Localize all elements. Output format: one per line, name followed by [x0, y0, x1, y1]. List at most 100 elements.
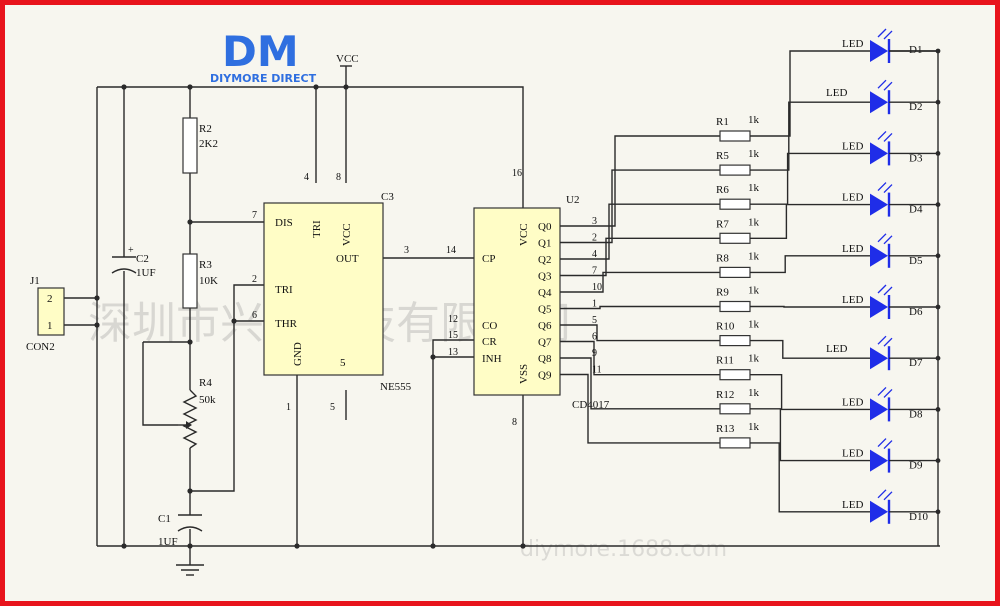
potentiometer-r4: R4 50k [178, 377, 216, 449]
cd4017-pin-vcc: VCC [518, 223, 530, 246]
led-diode [870, 347, 888, 370]
c2-value: 1UF [136, 267, 156, 279]
led-wire [750, 442, 870, 513]
r3-value: 10K [199, 275, 218, 287]
ne555-num-1: 1 [286, 402, 291, 413]
led-wire [750, 305, 870, 308]
output-wire [560, 203, 720, 260]
cd4017-num-16: 16 [512, 168, 522, 179]
ne555-pin-out: OUT [336, 253, 359, 265]
ne555-num-2: 2 [252, 274, 257, 285]
output-wire [560, 340, 720, 376]
led-emission-arrow [883, 388, 893, 398]
led-emission-arrow [883, 235, 893, 245]
c1-ref: C1 [158, 513, 171, 525]
ne555-name: NE555 [380, 381, 412, 393]
cd4017-num-8: 8 [512, 417, 517, 428]
led-emission-arrow [877, 284, 887, 294]
cd4017-pin-cp: CP [482, 253, 495, 265]
cd4017-num-15: 15 [448, 330, 458, 341]
c1-value: 1UF [158, 536, 178, 548]
led-resistor [719, 198, 751, 210]
junction [935, 304, 941, 310]
led-resistor-value: 1k [748, 319, 760, 331]
r2-value: 2K2 [199, 138, 218, 150]
wires [64, 51, 940, 576]
led-wire [750, 374, 870, 411]
ne555-pin-thr: THR [275, 318, 298, 330]
ne555-pin-tri: TRI [275, 284, 293, 296]
cd4017-q-label: Q3 [538, 271, 552, 283]
resistor-r3: R3 10K [182, 253, 218, 309]
led-diode [870, 142, 888, 165]
led-resistor-ref: R12 [716, 389, 734, 401]
led-emission-arrow [877, 233, 887, 243]
led-wire [750, 101, 870, 171]
led-emission-arrow [877, 28, 887, 38]
led-wire [750, 255, 870, 274]
ne555-pin-tri-top: TRI [311, 220, 323, 238]
led-label: LED [826, 343, 847, 355]
cd4017-q-label: Q2 [538, 254, 551, 266]
led-label: LED [842, 192, 863, 204]
led-resistor-value: 1k [748, 421, 760, 433]
cd4017-q-label: Q7 [538, 337, 552, 349]
cd4017-q-label: Q0 [538, 221, 552, 233]
junctions [94, 84, 526, 549]
led-emission-arrow [883, 81, 893, 91]
led-emission-arrow [883, 184, 893, 194]
led-emission-arrow [877, 438, 887, 448]
led-resistor [719, 403, 751, 415]
led-diode [870, 244, 888, 267]
led-resistor-ref: R6 [716, 184, 729, 196]
cd4017-num-14: 14 [446, 245, 456, 256]
led-emission-arrow [877, 130, 887, 140]
junction [935, 202, 941, 208]
led-resistor-value: 1k [748, 148, 760, 160]
led-label: LED [842, 294, 863, 306]
led-resistor-ref: R9 [716, 287, 729, 299]
cd4017-q-label: Q5 [538, 304, 552, 316]
led-wire [750, 339, 870, 359]
output-wire [560, 237, 720, 277]
led-emission-arrow [883, 440, 893, 450]
cd4017-q-pin-number: 4 [592, 249, 597, 260]
junction [935, 355, 941, 361]
cd4017-q-label: Q6 [538, 320, 552, 332]
cd4017-q-label: Q1 [538, 238, 551, 250]
ne555-pin-vcc: VCC [341, 223, 353, 246]
cd4017-q-label: Q8 [538, 353, 552, 365]
led-ref: D3 [909, 152, 923, 164]
r3-ref: R3 [199, 259, 212, 271]
led-ref: D9 [909, 460, 923, 472]
cd4017-q-pin-number: 6 [592, 332, 597, 343]
cd4017-q-label: Q4 [538, 287, 552, 299]
led-emission-arrow [877, 489, 887, 499]
ne555-chip: DIS TRI THR OUT TRI VCC GND 5 C3 NE555 4… [252, 172, 412, 413]
ne555-num-4: 4 [304, 172, 309, 183]
led-resistor [719, 369, 751, 381]
led-resistor [719, 437, 751, 449]
led-resistor-value: 1k [748, 353, 760, 365]
led-label: LED [842, 140, 863, 152]
output-wire [560, 373, 720, 444]
cd4017-q-pin-number: 9 [592, 348, 597, 359]
junction [935, 253, 941, 259]
led-ref: D7 [909, 357, 923, 369]
led-diode [870, 500, 888, 523]
led-emission-arrow [877, 335, 887, 345]
ne555-num-8: 8 [336, 172, 341, 183]
led-ref: D4 [909, 204, 923, 216]
led-resistor [719, 164, 751, 176]
schematic: 深圳市兴源科技有限公司 diymore.1688.com DM DIYMORE … [26, 27, 941, 576]
watermark-url: diymore.1688.com [520, 537, 727, 562]
led-label: LED [826, 87, 847, 99]
led-resistor-value: 1k [748, 250, 760, 262]
cd4017-q-pin-number: 3 [592, 216, 597, 227]
junction [935, 99, 941, 105]
led-label: LED [842, 38, 863, 50]
led-ref: D1 [909, 44, 922, 56]
led-wire [750, 203, 870, 240]
j1-type: CON2 [26, 341, 55, 353]
